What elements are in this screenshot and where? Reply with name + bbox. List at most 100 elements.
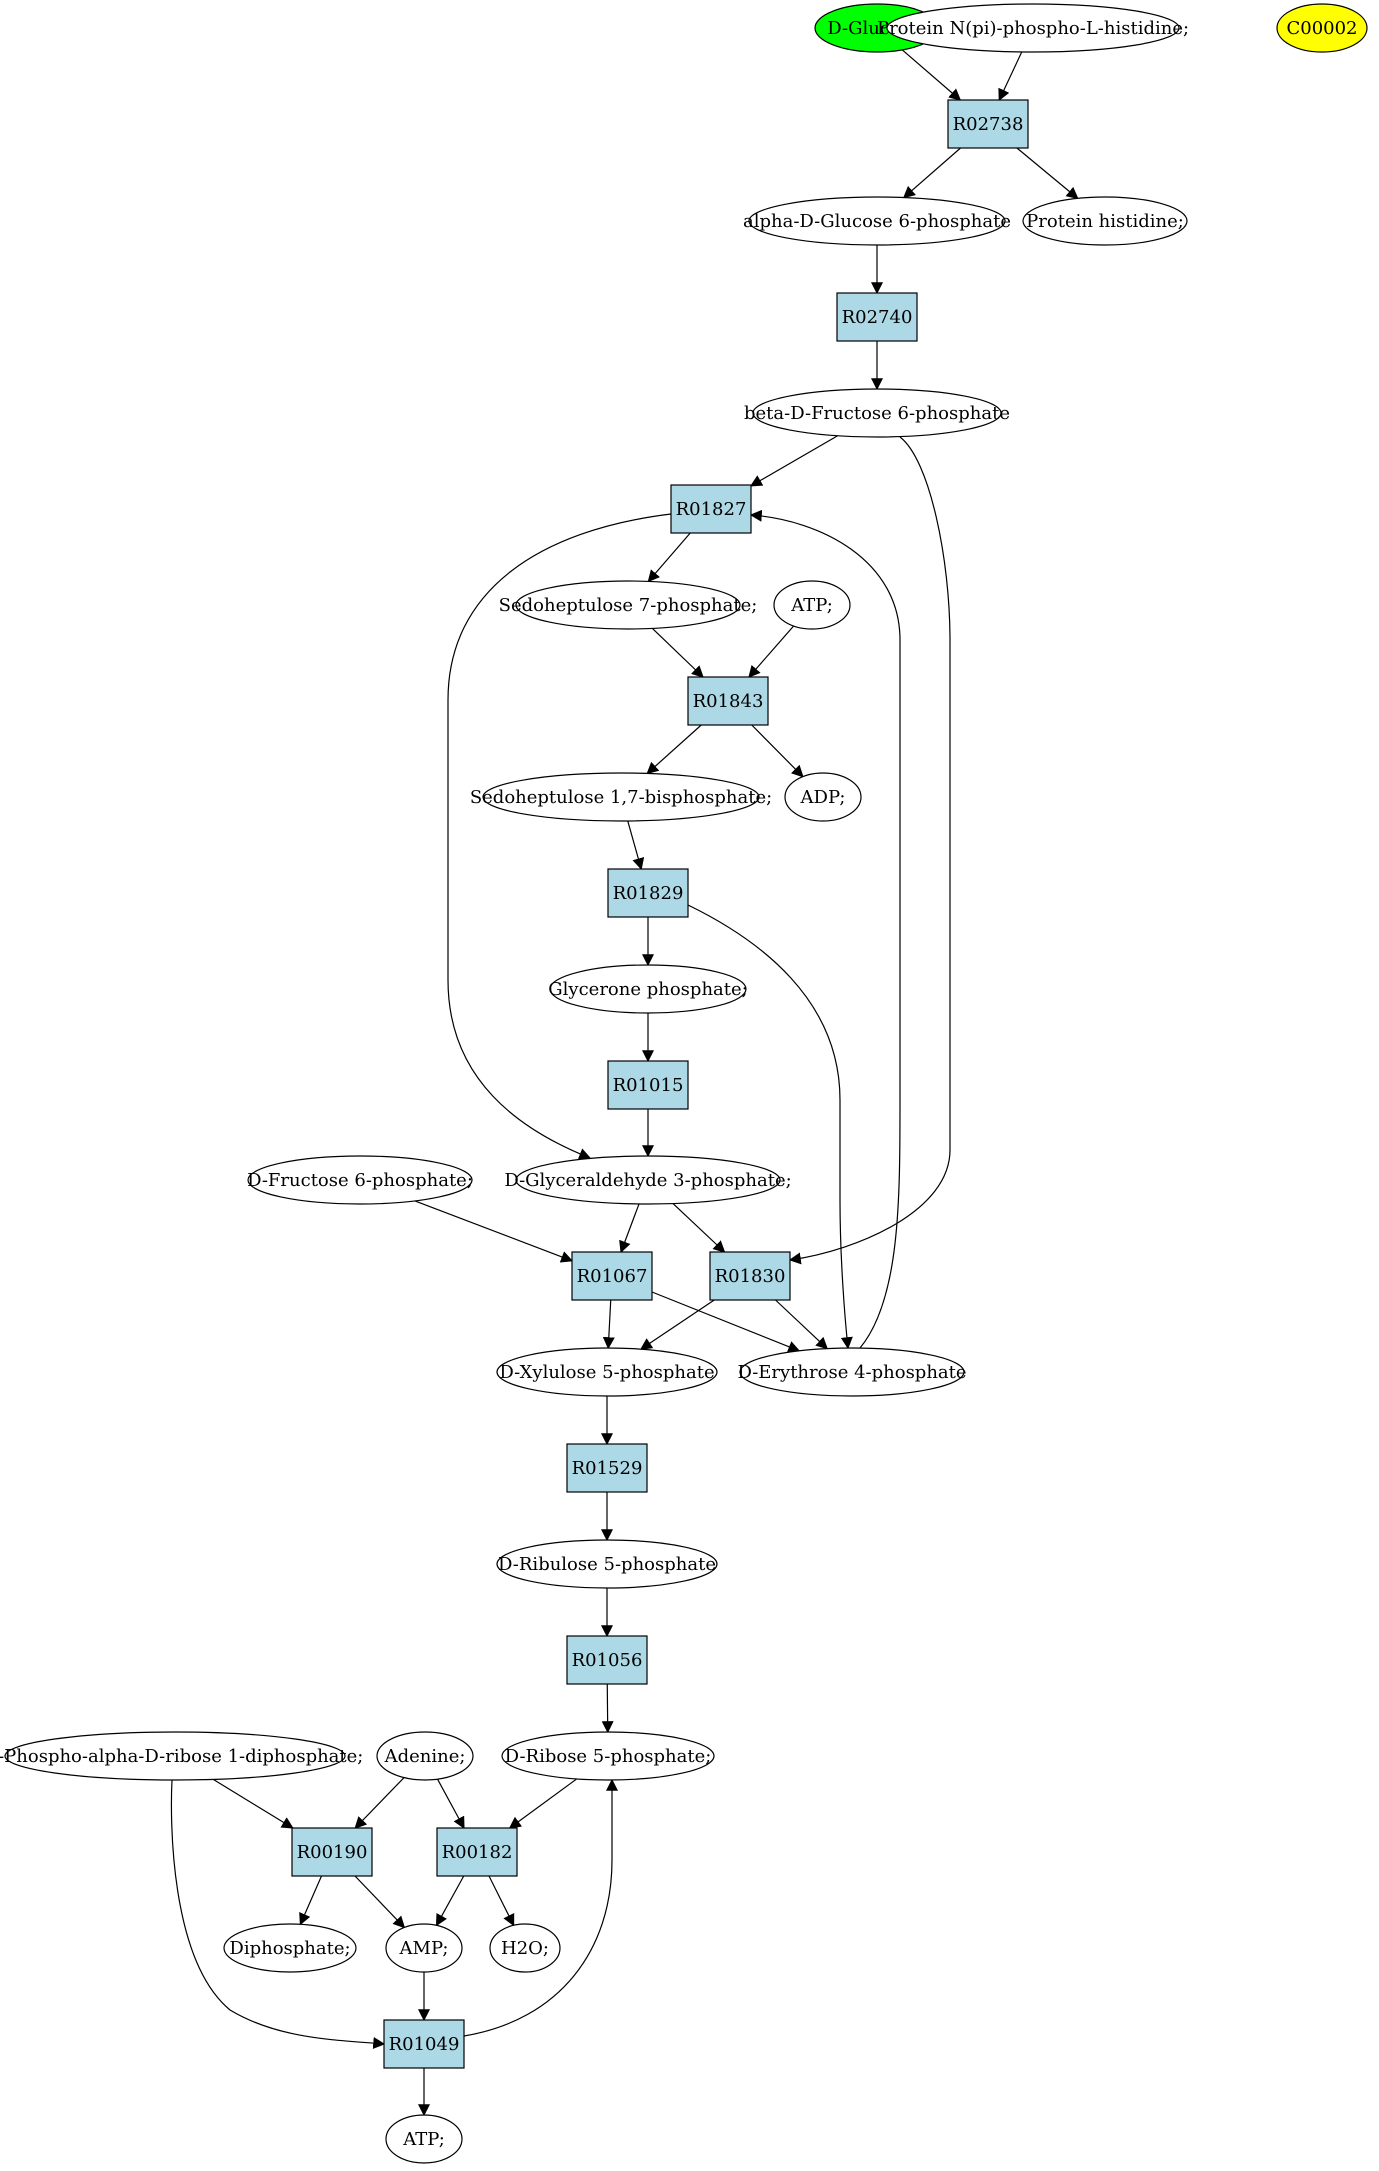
compound-node-dhap: Glycerone phosphate; [548,964,748,1014]
node-label: Sedoheptulose 7-phosphate; [499,595,758,616]
reaction-box [947,99,1029,149]
compound-node-bf6p: beta-D-Fructose 6-phosphate [744,388,1010,438]
node-label: R00190 [297,1842,368,1863]
node-label: 5-Phospho-alpha-D-ribose 1-diphosphate; [0,1746,363,1767]
node-label: R02740 [842,307,913,328]
node-label: H2O; [501,1938,549,1959]
compound-node-s17bp: Sedoheptulose 1,7-bisphosphate; [470,772,772,822]
edge-R01067-to-e4p [651,1291,801,1353]
compound-ellipse [385,2114,463,2164]
edge-g3p-to-R01067 [619,1203,640,1254]
reaction-box [607,868,689,918]
node-label: Protein histidine; [1026,211,1184,232]
compound-node-x5p: D-Xylulose 5-phosphate [496,1347,718,1397]
compound-ellipse [784,772,862,822]
compound-node-pnpi: Protein N(pi)-phospho-L-histidine; [877,3,1189,53]
edge-bf6p-to-R01827 [749,435,838,487]
reaction-box [436,1827,518,1877]
node-label: D-Erythrose 4-phosphate [737,1362,966,1383]
node-label: Sedoheptulose 1,7-bisphosphate; [470,787,772,808]
node-label: R01067 [577,1266,648,1287]
compound-node-c00002: C00002 [1276,3,1368,53]
node-label: R01056 [572,1650,643,1671]
compound-node-adp: ADP; [784,772,862,822]
node-label: R01830 [715,1266,786,1287]
reaction-node-r02738: R02738 [947,99,1029,149]
edge-df6p-to-R01067 [414,1200,574,1263]
node-label: Adenine; [384,1746,466,1767]
compound-ellipse [515,580,741,630]
edge-R01827-to-s7p [647,532,691,583]
reaction-node-r01830: R01830 [709,1251,791,1301]
node-label: ATP; [402,2129,445,2150]
compound-ellipse [247,1155,473,1205]
compound-ellipse [773,580,851,630]
compound-ellipse [748,196,1006,246]
node-label: R01015 [613,1075,684,1096]
edge-R01827-to-g3p [447,513,672,1160]
compound-ellipse [496,1347,718,1397]
reaction-box [383,2019,465,2069]
node-label: ATP; [790,595,833,616]
node-label: R00182 [442,1842,513,1863]
node-label: R01843 [693,691,764,712]
node-label: AMP; [399,1938,449,1959]
node-label: R01529 [572,1458,643,1479]
reaction-box [566,1635,648,1685]
compound-node-h2o: H2O; [489,1923,561,1973]
node-label: D-Ribulose 5-phosphate [498,1554,716,1575]
compound-node-e4p: D-Erythrose 4-phosphate [737,1347,967,1397]
edge-R02738-to-phis [1016,147,1079,200]
edge-R00182-to-h2o [488,1875,515,1927]
edge-R00190-to-amp [354,1875,406,1929]
reaction-node-r01829: R01829 [607,868,689,918]
compound-ellipse [1022,196,1188,246]
edge-R00182-to-amp [435,1875,465,1927]
compound-node-g3p: D-Glyceraldehyde 3-phosphate; [504,1155,792,1205]
compound-ellipse [496,1539,718,1589]
reaction-node-r02740: R02740 [836,292,918,342]
compound-node-prpp: 5-Phospho-alpha-D-ribose 1-diphosphate; [0,1731,363,1781]
node-label: Protein N(pi)-phospho-L-histidine; [877,18,1189,39]
edge-s17bp-to-R01829 [627,820,645,871]
compound-node-phis: Protein histidine; [1022,196,1188,246]
compound-node-s7p: Sedoheptulose 7-phosphate; [499,580,758,630]
node-label: C00002 [1286,18,1357,39]
compound-ellipse [4,1731,346,1781]
node-label: R02738 [953,114,1024,135]
compound-node-atp2: ATP; [385,2114,463,2164]
edge-R01049-to-r5p [463,1778,618,2037]
node-label: Diphosphate; [229,1938,350,1959]
compound-ellipse [886,3,1180,53]
reaction-node-r01015: R01015 [607,1060,689,1110]
edge-glucose-to-R02738 [901,49,962,101]
edge-R01056-to-r5p [601,1683,614,1734]
reaction-box [687,676,769,726]
edge-bf6p-to-R01830 [788,436,951,1265]
node-label: beta-D-Fructose 6-phosphate [744,403,1010,424]
edge-adenine-to-R00182 [437,1778,465,1830]
compound-ellipse [501,1731,715,1781]
compound-node-ag6p: alpha-D-Glucose 6-phosphate [743,196,1011,246]
compound-ellipse [752,388,1002,438]
compound-ellipse [482,772,760,822]
reaction-node-r01827: R01827 [670,484,752,534]
compound-ellipse [223,1923,357,1973]
compound-ellipse [739,1347,965,1397]
reaction-box [607,1060,689,1110]
edge-R02738-to-ag6p [902,147,961,199]
node-label: R01049 [389,2034,460,2055]
compound-ellipse [549,964,747,1014]
reaction-node-r01067: R01067 [571,1251,653,1301]
reaction-box [566,1443,648,1493]
node-label: alpha-D-Glucose 6-phosphate [743,211,1011,232]
edge-layer [170,49,1079,2117]
edge-e4p-to-R01827 [749,509,901,1349]
compound-node-adenine: Adenine; [376,1731,474,1781]
edge-atp1-to-R01843 [748,625,795,678]
edge-r5p-to-R00182 [508,1778,578,1829]
reaction-box [709,1251,791,1301]
node-label: D-Ribose 5-phosphate; [505,1746,712,1767]
reaction-node-r01049: R01049 [383,2019,465,2069]
node-label: D-Xylulose 5-phosphate [499,1362,714,1383]
